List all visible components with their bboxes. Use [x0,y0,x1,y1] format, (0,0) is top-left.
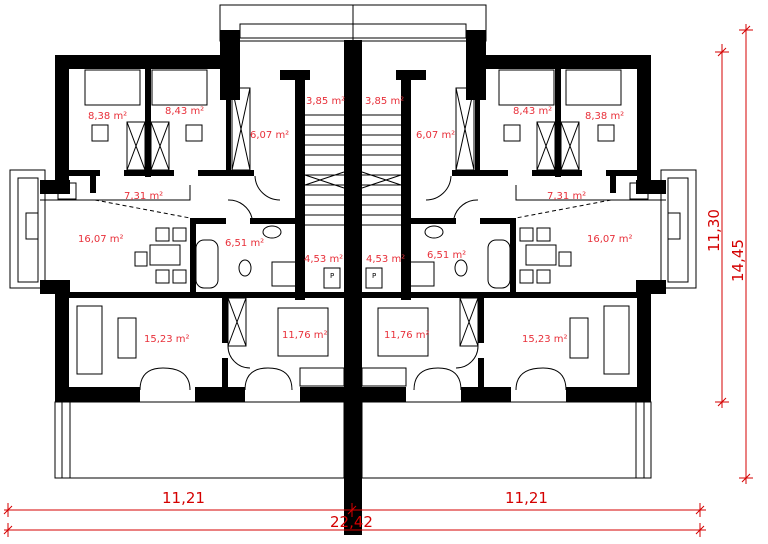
room-area-hall-left: 7,31 m² [124,191,163,202]
dimension-left-width: 11,21 [162,489,205,507]
room-area-wardrobe-right: 6,07 m² [416,130,455,141]
depth-dimension-lines [715,24,753,484]
room-area-kitchen-left: 16,07 m² [78,234,124,245]
room-area-wardrobe-left: 6,07 m² [250,130,289,141]
room-area-bathroom-right: 6,51 m² [427,250,466,261]
marker-p-left: P [330,272,334,280]
dimension-right-width: 11,21 [505,489,548,507]
room-area-stair-bottom-left: 4,53 m² [304,254,343,265]
room-area-living-left: 15,23 m² [144,334,190,345]
room-area-stair-bottom-right: 4,53 m² [366,254,405,265]
room-area-stair-top-left: 3,85 m² [306,96,345,107]
room-area-bedroom-b-right: 8,43 m² [513,106,552,117]
right-unit-plan [351,4,697,536]
room-area-hall-right: 7,31 m² [547,191,586,202]
width-dimension-lines [3,503,706,537]
room-area-bathroom-left: 6,51 m² [225,238,264,249]
dimension-total-width: 22,42 [330,513,373,531]
room-area-bedroom-a-left: 8,38 m² [88,111,127,122]
marker-p-right: P [372,272,376,280]
room-area-stair-top-right: 3,85 m² [365,96,404,107]
room-area-bedroom-main-right: 11,76 m² [384,330,430,341]
room-area-bedroom-a-right: 8,38 m² [585,111,624,122]
dimension-total-depth: 14,45 [729,239,747,282]
room-area-kitchen-right: 16,07 m² [587,234,633,245]
room-area-living-right: 15,23 m² [522,334,568,345]
room-area-bedroom-b-left: 8,43 m² [165,106,204,117]
dimension-inner-depth: 11,30 [705,209,723,252]
room-area-bedroom-main-left: 11,76 m² [282,330,328,341]
left-unit-plan [9,4,355,536]
